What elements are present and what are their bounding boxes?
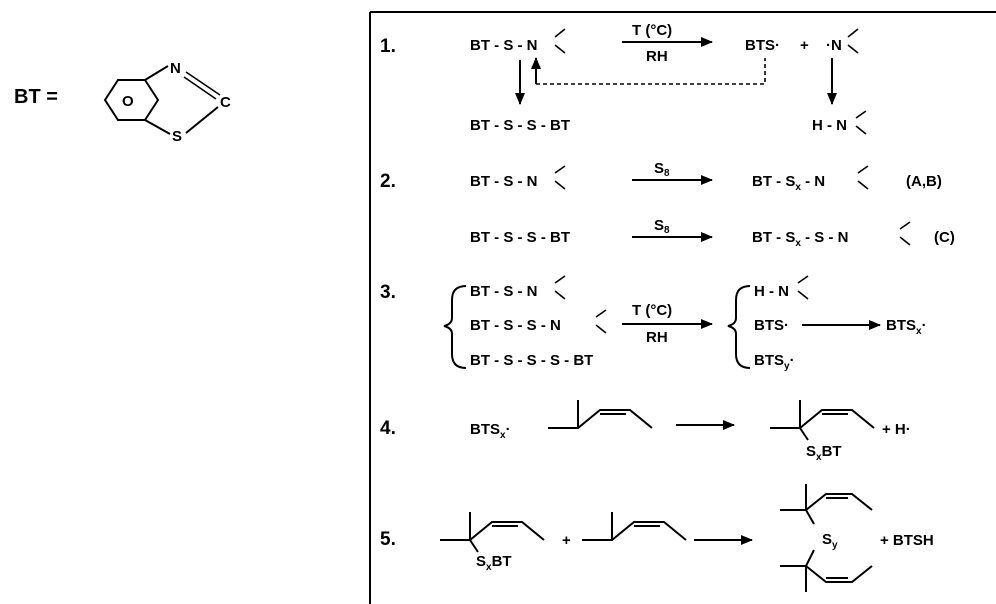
product-1: H - N [754, 283, 789, 300]
step-number: 5. [380, 529, 396, 550]
reactant-1: BT - S - N [470, 283, 538, 300]
reactant-label: SxBT [476, 553, 512, 573]
amine-bonds [554, 28, 566, 54]
hn-bonds [855, 110, 867, 135]
step-number: 2. [380, 171, 396, 192]
dashed-path [536, 58, 766, 85]
step-3: 3. BT - S - N BT - S - S - N BT - S - S … [380, 275, 927, 372]
step-2: 2. BT - S - N S8 BT - Sx - N (A,B) BT - … [380, 160, 955, 249]
amine-bonds [554, 165, 566, 190]
bond-s-c [185, 106, 219, 134]
condition-bottom: RH [646, 329, 668, 346]
reactant-1: BT - S - N [470, 173, 538, 190]
amine-bonds [595, 309, 607, 334]
step-4: 4. BTSx· SxBT + H· [380, 400, 911, 463]
step-number: 3. [380, 282, 396, 303]
product-radical: BTS· [745, 37, 780, 54]
double-bond-n-c [183, 71, 221, 100]
reactant-2: BT - S - S - N [470, 317, 561, 334]
final-product: BTSx· [886, 317, 927, 337]
product-chain [770, 400, 875, 441]
product-3: BTSy· [754, 352, 795, 372]
alkene-chain [582, 512, 687, 541]
amine-bonds-product [899, 221, 911, 246]
step-number: 1. [380, 36, 396, 57]
product-lower-chain [780, 549, 873, 592]
bond-to-n [144, 65, 169, 81]
reactant: BT - S - N [470, 37, 538, 54]
bond-to-s [144, 119, 171, 135]
plus-sign: + [562, 532, 571, 549]
reactant-chain [440, 512, 545, 553]
condition-bottom: RH [646, 48, 668, 65]
reactant: BTSx· [470, 421, 511, 441]
product-upper-chain [780, 484, 873, 525]
right-brace [727, 285, 751, 369]
bt-label: BT = [14, 86, 58, 108]
note-c: (C) [934, 229, 955, 246]
condition-top: T (°C) [632, 22, 672, 39]
hn-bonds [797, 275, 809, 300]
bt-definition: BT = O N C S [14, 60, 231, 145]
product-1: BT - Sx - N [752, 173, 825, 193]
amine-bonds [554, 275, 566, 300]
reagent-1: S8 [654, 160, 670, 179]
product-2: BT - Sx - S - N [752, 229, 848, 249]
reactant-2: BT - S - S - BT [470, 229, 570, 246]
product-2: BTS· [754, 317, 789, 334]
benzene-ring-icon [103, 79, 160, 121]
scheme-frame [369, 11, 996, 604]
amine-radical-bonds [847, 28, 859, 54]
alkene-chain [548, 400, 653, 429]
bridge-label: Sy [822, 531, 838, 551]
note-ab: (A,B) [906, 173, 942, 190]
reagent-2: S8 [654, 217, 670, 236]
atom-c: C [220, 94, 231, 111]
reactant-3: BT - S - S - S - BT [470, 352, 593, 369]
atom-n: N [170, 60, 181, 77]
atom-s: S [172, 128, 182, 145]
plus-sign: + [800, 37, 809, 54]
amine-bonds-product [857, 165, 869, 190]
step-number: 4. [380, 418, 396, 439]
side-product-right: H - N [812, 117, 847, 134]
side-product-left: BT - S - S - BT [470, 117, 570, 134]
product-label: SxBT [806, 443, 842, 463]
byproduct: + H· [882, 421, 911, 438]
amine-radical: ·N [826, 37, 842, 54]
step-5: 5. SxBT + Sy + BTSH [380, 484, 934, 592]
step-1: 1. BT - S - N T (°C) RH BTS· + ·N BT - S… [380, 22, 867, 135]
byproduct: + BTSH [880, 532, 934, 549]
left-brace [443, 285, 467, 369]
ring-label: O [122, 93, 134, 110]
condition-top: T (°C) [632, 302, 672, 319]
